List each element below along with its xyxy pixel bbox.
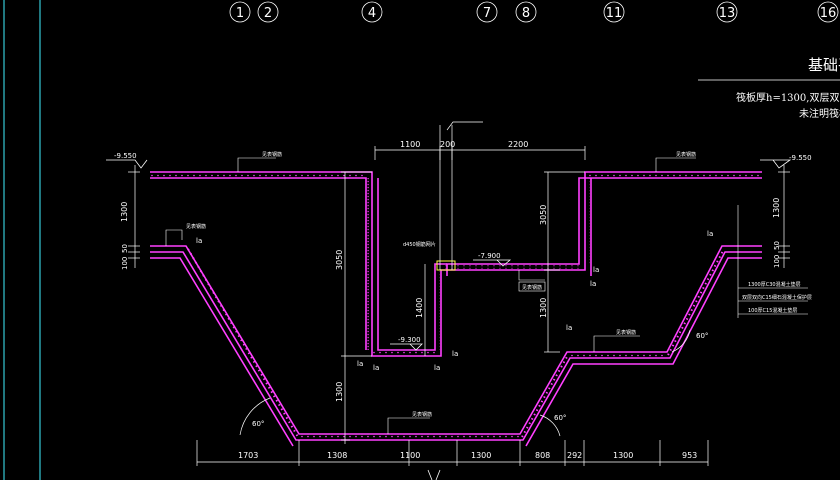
dim-bottom-1100: 1100 <box>400 451 420 460</box>
dim-v-step-1300: 1300 <box>539 298 548 318</box>
angle-right: 60° <box>696 332 708 340</box>
dim-bottom-953: 953 <box>682 451 697 460</box>
axis-label-7: 7 <box>483 6 491 21</box>
slab-outline <box>150 171 762 447</box>
dim-top-2200: 2200 <box>508 140 528 149</box>
dim-bottom-1300b: 1300 <box>613 451 633 460</box>
left-vertical-dims <box>128 165 790 444</box>
axis-label-1: 1 <box>236 6 244 21</box>
drawing-title: 基础平 <box>808 56 840 74</box>
anchor-la-1: la <box>357 360 363 368</box>
axis-label-2: 2 <box>264 6 272 21</box>
axis-bubble-16 <box>817 1 839 23</box>
anchor-la-8: la <box>707 230 713 238</box>
axis-bubble-1 <box>229 1 251 23</box>
anchor-la-4: la <box>434 364 440 372</box>
dim-top-200: 200 <box>440 140 455 149</box>
axis-bubble-4 <box>361 1 383 23</box>
dim-v-right-1300: 1300 <box>772 198 781 218</box>
bracket-marker <box>436 260 456 271</box>
tag-rebar-6: 见表钢筋 <box>616 329 636 336</box>
leader-tags <box>165 157 696 434</box>
tag-rebar-3: 见表钢筋 <box>186 223 206 230</box>
legend-item-1: 1300厚C30混凝土垫层 <box>748 281 801 288</box>
anchor-la-6: la <box>590 280 596 288</box>
top-dimensions <box>374 121 586 270</box>
axis-label-4: 4 <box>368 6 376 21</box>
axis-label-16: 16 <box>820 6 837 21</box>
slope-rebar <box>187 248 725 438</box>
dim-v-left-50: 50 <box>121 244 129 253</box>
legend-item-2: 双层双向C15细石混凝土保护层 <box>742 294 812 301</box>
dim-v-left-1300: 1300 <box>120 202 129 222</box>
angle-arcs <box>239 329 691 437</box>
angle-left: 60° <box>252 420 264 428</box>
dim-v-pit-1400: 1400 <box>415 298 424 318</box>
anchor-la-2: la <box>373 364 379 372</box>
section-mark <box>427 469 441 480</box>
level-left-top: -9.550 <box>114 152 137 160</box>
note-line-1: 筏板厚h=1300,双层双向Φ <box>736 91 840 104</box>
axis-bubbles <box>229 1 839 23</box>
axis-label-11: 11 <box>606 6 623 21</box>
tag-rebar-1: 见表钢筋 <box>262 151 282 158</box>
tag-rebar-2: 见表钢筋 <box>676 151 696 158</box>
dim-bottom-1308: 1308 <box>327 451 347 460</box>
tag-rebar-4: 见表钢筋 <box>522 284 542 291</box>
axis-bubble-13 <box>716 1 738 23</box>
dim-v-pit-3050: 3050 <box>335 250 344 270</box>
axis-bubble-11 <box>603 1 625 23</box>
axis-label-13: 13 <box>719 6 736 21</box>
dim-v-pit-1300: 1300 <box>335 382 344 402</box>
angle-mid: 60° <box>554 414 566 422</box>
anchor-la-5: la <box>593 266 599 274</box>
anchor-la-9: la <box>566 324 572 332</box>
dim-bottom-808: 808 <box>535 451 550 460</box>
axis-bubble-8 <box>515 1 537 23</box>
axis-bubble-7 <box>476 1 498 23</box>
level-markers <box>106 159 792 351</box>
level-right-top: -9.550 <box>789 154 812 162</box>
rebar-dots <box>150 173 762 439</box>
anchor-la-3: la <box>452 350 458 358</box>
legend-leader <box>737 205 808 318</box>
tag-rebar-5: 见表钢筋 <box>412 411 432 418</box>
bottom-dimensions <box>196 440 709 466</box>
dim-top-1100: 1100 <box>400 140 420 149</box>
dim-v-right-50: 50 <box>773 241 781 250</box>
dim-bottom-1300: 1300 <box>471 451 491 460</box>
axis-label-8: 8 <box>522 6 530 21</box>
level-step: -7.900 <box>478 252 501 260</box>
dim-v-right-100: 100 <box>773 255 781 268</box>
dim-bottom-1703: 1703 <box>238 451 258 460</box>
dim-v-step-3050: 3050 <box>539 205 548 225</box>
anchor-la-7: la <box>196 237 202 245</box>
note-line-2: 未注明筏板 <box>799 107 840 120</box>
level-pit-bottom: -9.300 <box>398 336 421 344</box>
legend-item-3: 100厚C15混凝土垫层 <box>748 307 797 314</box>
tag-bracket: d450钢筋网片 <box>403 241 436 248</box>
dim-v-left-100: 100 <box>121 257 129 270</box>
axis-bubble-2 <box>257 1 279 23</box>
dim-bottom-292: 292 <box>567 451 582 460</box>
